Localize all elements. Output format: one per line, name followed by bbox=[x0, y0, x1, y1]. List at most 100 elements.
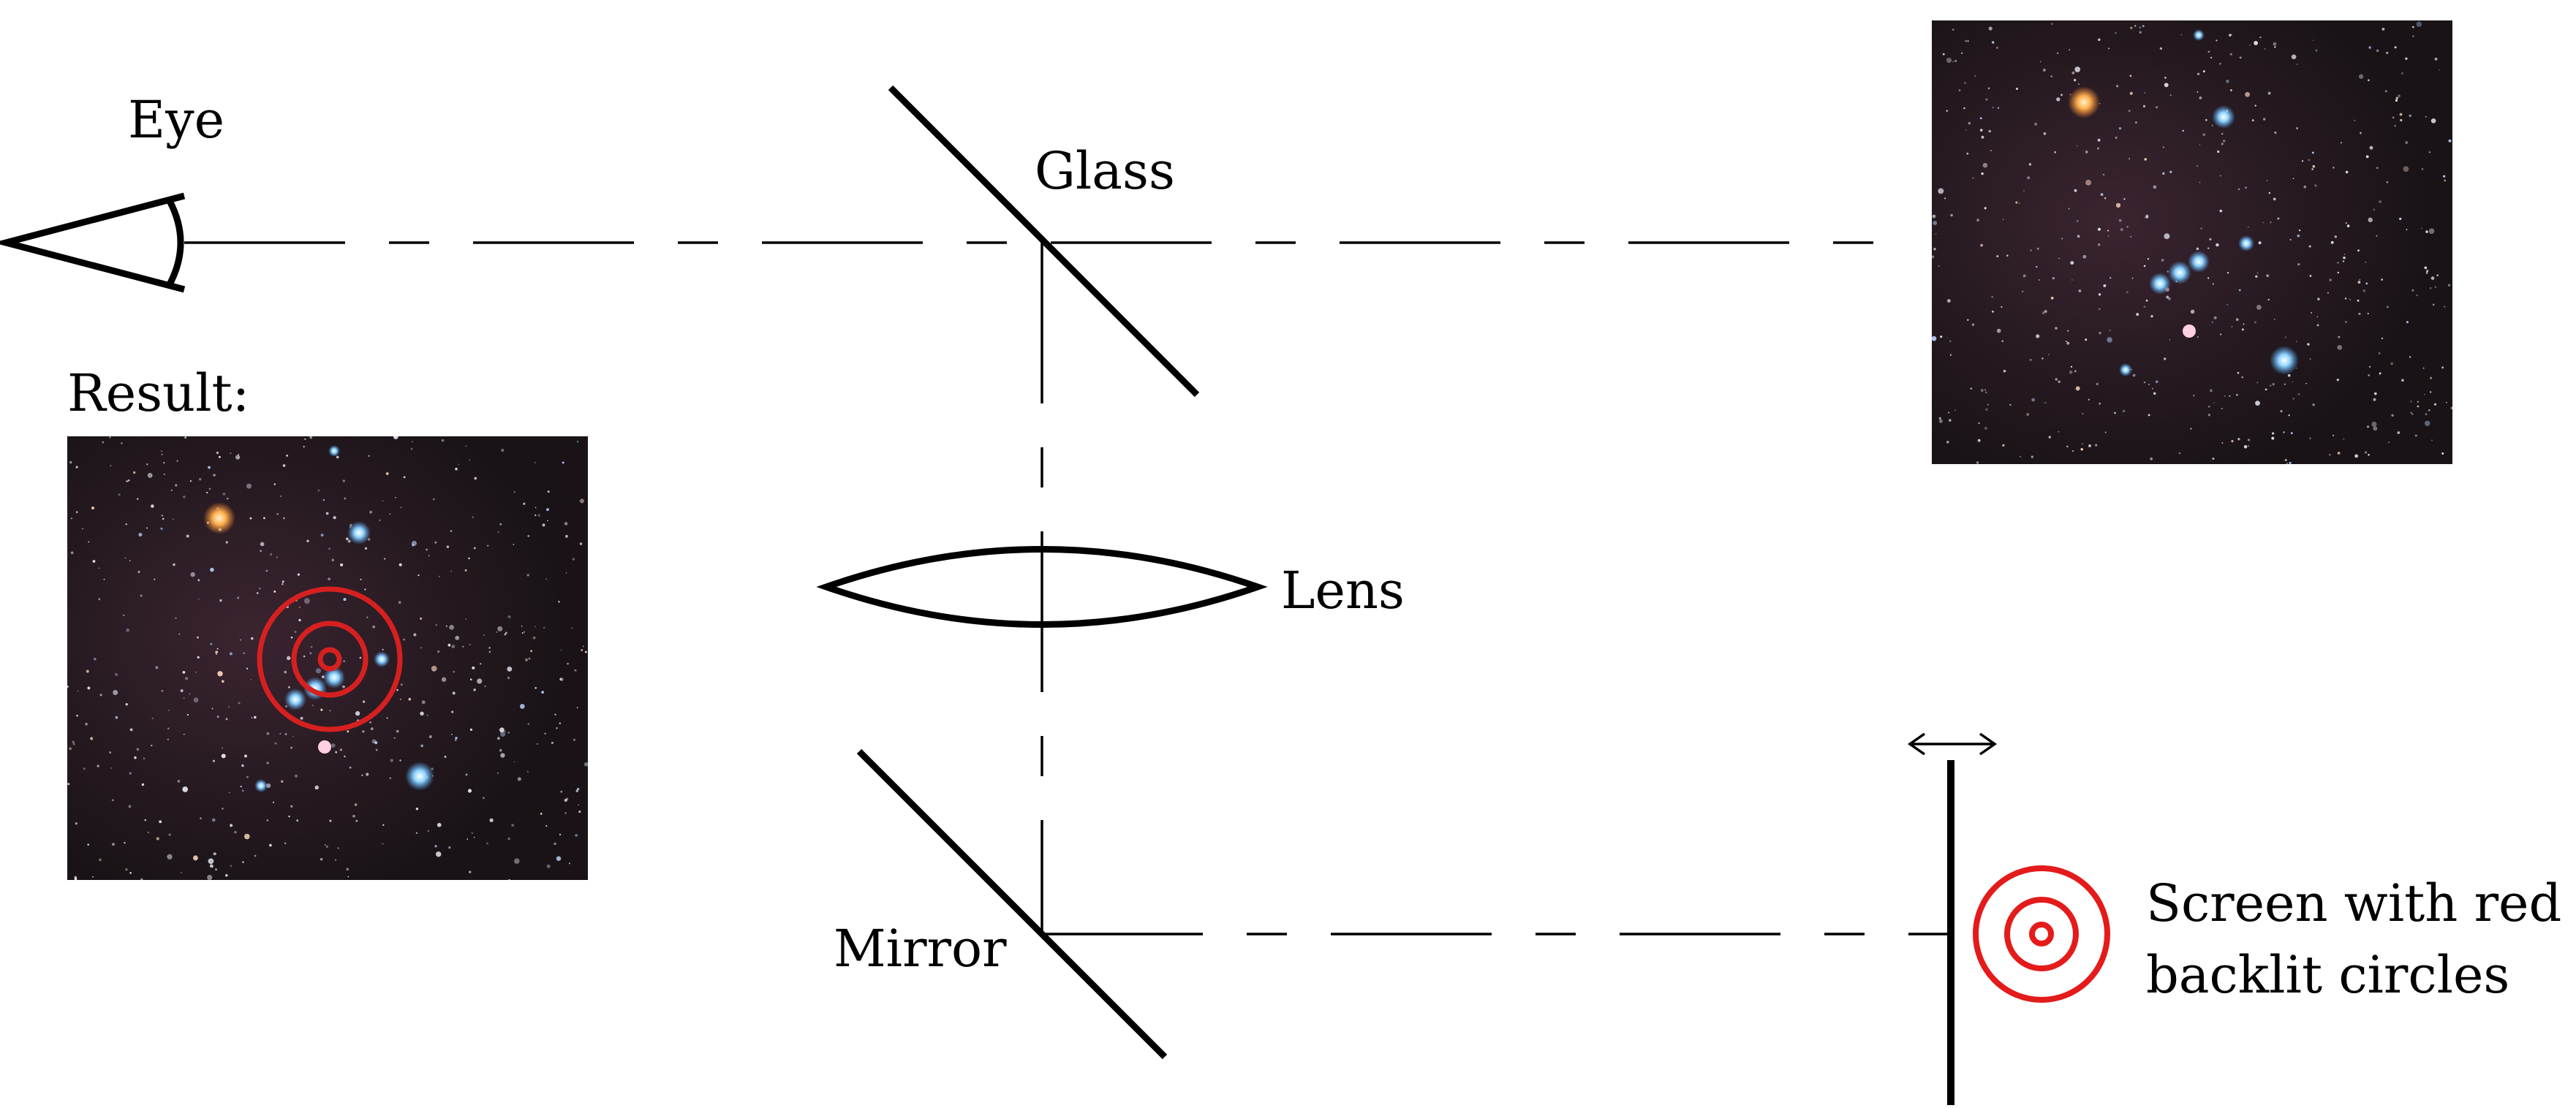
star bbox=[2103, 284, 2107, 287]
star bbox=[167, 854, 173, 860]
star bbox=[1972, 177, 1974, 179]
star bbox=[141, 783, 145, 786]
star bbox=[250, 678, 252, 680]
star bbox=[1946, 441, 1949, 444]
star bbox=[263, 517, 265, 520]
star bbox=[1946, 57, 1952, 64]
star bbox=[2036, 334, 2040, 338]
star bbox=[446, 545, 450, 548]
star bbox=[2412, 35, 2414, 37]
star bbox=[215, 653, 217, 656]
star bbox=[2365, 261, 2367, 263]
star bbox=[2441, 366, 2444, 369]
star bbox=[2425, 230, 2428, 233]
star bbox=[192, 855, 198, 861]
star bbox=[290, 805, 293, 808]
star bbox=[215, 650, 219, 654]
star bbox=[2026, 413, 2030, 416]
star bbox=[1987, 403, 1990, 406]
star bbox=[364, 547, 368, 550]
star bbox=[2229, 34, 2232, 37]
star bbox=[2297, 263, 2300, 266]
star bbox=[211, 818, 216, 822]
star bbox=[340, 563, 344, 566]
star bbox=[576, 788, 580, 791]
star bbox=[418, 574, 420, 577]
star bbox=[2169, 94, 2172, 96]
star bbox=[508, 879, 510, 880]
star bbox=[579, 542, 583, 545]
star bbox=[2229, 395, 2231, 398]
star bbox=[408, 697, 412, 701]
star bbox=[2354, 454, 2358, 458]
star bbox=[2212, 283, 2215, 285]
star bbox=[2285, 336, 2286, 338]
star bbox=[2425, 272, 2428, 274]
star bbox=[2076, 219, 2079, 222]
star bbox=[2102, 173, 2105, 176]
star bbox=[2134, 121, 2137, 124]
star bbox=[454, 739, 457, 741]
bright-star bbox=[2270, 346, 2299, 375]
star bbox=[2096, 382, 2099, 385]
star bbox=[403, 638, 405, 641]
star bbox=[571, 627, 573, 629]
star bbox=[415, 832, 418, 834]
star bbox=[2289, 238, 2292, 241]
star bbox=[75, 466, 78, 468]
star bbox=[2256, 304, 2262, 310]
star bbox=[1949, 419, 1952, 422]
star bbox=[2308, 159, 2310, 162]
star bbox=[129, 728, 133, 732]
star bbox=[2224, 395, 2226, 397]
star bbox=[486, 842, 488, 845]
star bbox=[578, 810, 581, 813]
star bbox=[2190, 309, 2195, 314]
star bbox=[2422, 367, 2425, 369]
star bbox=[2287, 373, 2291, 377]
star bbox=[420, 744, 423, 748]
mirror bbox=[856, 748, 1168, 1060]
star bbox=[2243, 323, 2245, 325]
star bbox=[69, 747, 72, 751]
star bbox=[438, 575, 440, 577]
star bbox=[2333, 167, 2335, 169]
star bbox=[288, 815, 290, 818]
star bbox=[2340, 142, 2342, 144]
star bbox=[339, 748, 343, 751]
star bbox=[347, 539, 351, 543]
star bbox=[210, 642, 213, 645]
star bbox=[2068, 208, 2070, 210]
star bbox=[98, 567, 100, 569]
star bbox=[513, 544, 515, 545]
star bbox=[2058, 257, 2060, 259]
star bbox=[125, 523, 127, 525]
star bbox=[2155, 106, 2158, 109]
star bbox=[239, 639, 242, 641]
star bbox=[335, 859, 336, 861]
star bbox=[2098, 227, 2101, 231]
star bbox=[236, 596, 240, 599]
star bbox=[266, 762, 269, 764]
star bbox=[325, 512, 329, 515]
star bbox=[2311, 168, 2314, 170]
star bbox=[560, 649, 562, 651]
star bbox=[2164, 233, 2170, 240]
star bbox=[2425, 115, 2427, 118]
star bbox=[2416, 21, 2422, 27]
star bbox=[403, 476, 406, 479]
star bbox=[2254, 40, 2259, 45]
star bbox=[2274, 45, 2276, 48]
star bbox=[2357, 249, 2360, 252]
star bbox=[2439, 69, 2441, 71]
star bbox=[420, 647, 422, 649]
star bbox=[2367, 425, 2369, 428]
star bbox=[329, 819, 332, 822]
star bbox=[2265, 388, 2267, 391]
star bbox=[525, 658, 528, 661]
star bbox=[426, 548, 428, 551]
star bbox=[1952, 61, 1954, 63]
star bbox=[115, 716, 118, 719]
star bbox=[125, 868, 128, 871]
star bbox=[242, 861, 244, 863]
